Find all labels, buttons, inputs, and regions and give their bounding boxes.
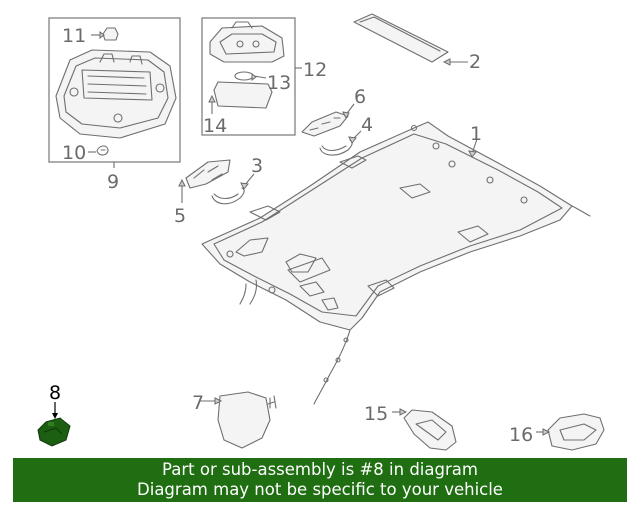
callout-1: 1	[470, 123, 482, 145]
callout-9: 9	[107, 171, 119, 193]
map-lamp-lens-14[interactable]	[213, 81, 273, 109]
grab-handle-4[interactable]	[319, 139, 353, 156]
callout-13: 13	[267, 72, 291, 94]
callout-4: 4	[361, 114, 373, 136]
bulb-11[interactable]	[102, 27, 119, 41]
vanity-lamp-15[interactable]	[403, 409, 457, 451]
box-group-12	[201, 17, 296, 136]
dome-lamp-assembly[interactable]	[55, 49, 177, 139]
callout-10: 10	[62, 142, 86, 164]
callout-14: 14	[203, 115, 227, 137]
callout-16: 16	[509, 424, 533, 446]
vanity-lamp-16[interactable]	[547, 413, 605, 451]
callout-11: 11	[62, 25, 86, 47]
headliner-1[interactable]	[201, 121, 591, 405]
bracket-6[interactable]	[301, 111, 349, 137]
banner-line-1: Part or sub-assembly is #8 in diagram	[162, 460, 478, 479]
bracket-5[interactable]	[185, 159, 231, 189]
callout-7: 7	[192, 392, 204, 414]
callout-15: 15	[364, 403, 388, 425]
callout-5: 5	[174, 205, 186, 227]
callout-2: 2	[469, 51, 481, 73]
callout-6: 6	[354, 86, 366, 108]
clip-10[interactable]	[96, 145, 109, 156]
banner-line-2: Diagram may not be specific to your vehi…	[137, 480, 503, 499]
callout-8: 8	[49, 382, 61, 404]
part-8-highlighted[interactable]	[37, 417, 71, 447]
sun-visor-7[interactable]	[217, 391, 277, 449]
map-lamp-bulb-13[interactable]	[234, 71, 254, 81]
callout-12: 12	[303, 59, 327, 81]
grab-handle-3[interactable]	[211, 187, 245, 205]
callout-3: 3	[251, 155, 263, 177]
disclaimer-banner: Part or sub-assembly is #8 in diagram Di…	[13, 458, 627, 502]
roof-panel-2[interactable]	[353, 13, 449, 63]
map-lamp-housing[interactable]	[209, 21, 285, 63]
